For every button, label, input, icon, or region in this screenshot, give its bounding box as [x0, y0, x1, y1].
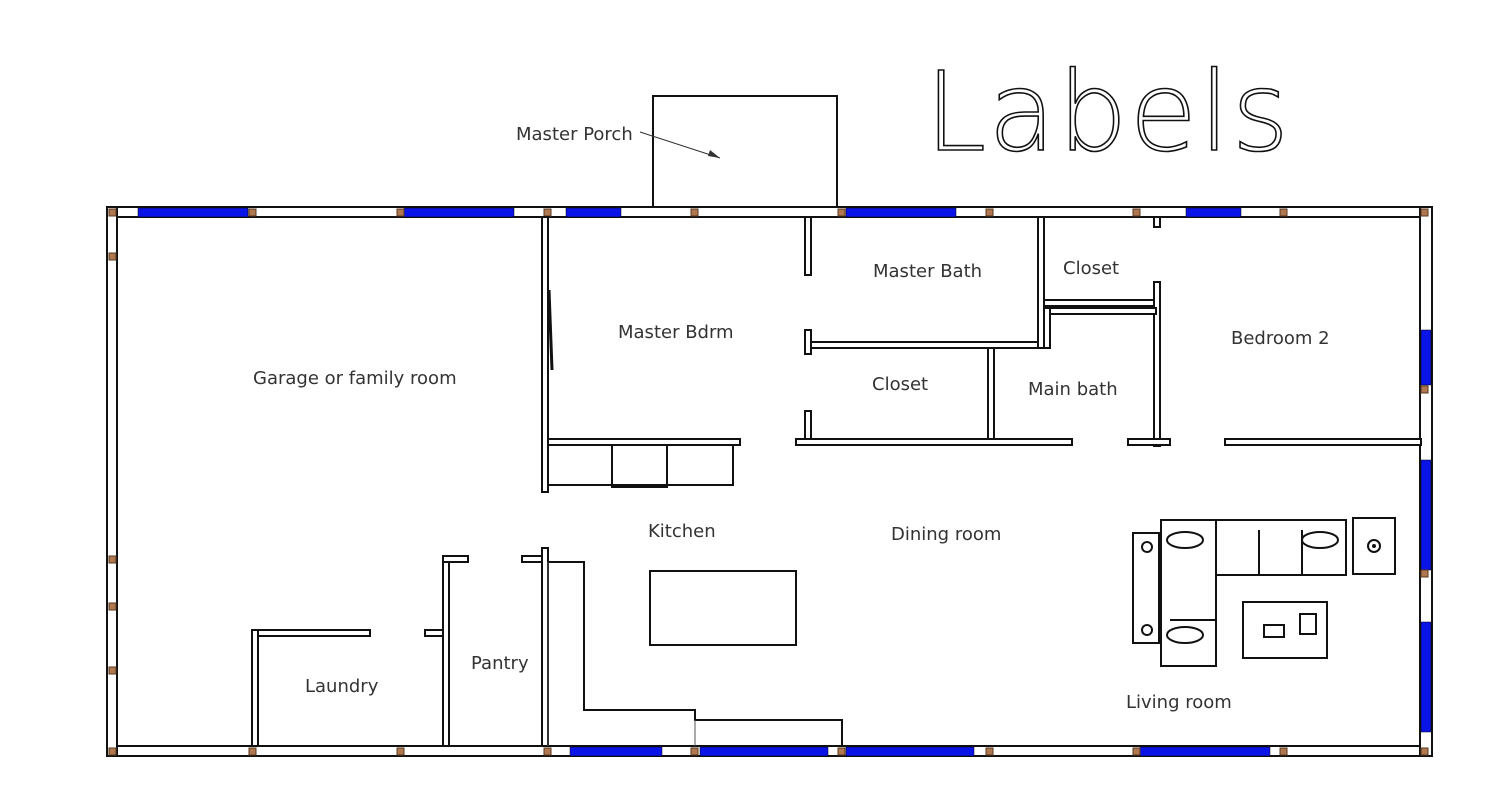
- label-main-bath: Main bath: [1028, 379, 1118, 400]
- label-dining-room: Dining room: [891, 524, 1001, 545]
- label-laundry: Laundry: [305, 676, 379, 697]
- label-kitchen: Kitchen: [648, 521, 716, 542]
- kitchen-island: [649, 570, 797, 646]
- label-closet-top: Closet: [1063, 258, 1119, 279]
- porch-leader-arrow: [708, 150, 720, 158]
- label-bedroom-2: Bedroom 2: [1231, 328, 1330, 349]
- sofa: [1160, 519, 1347, 667]
- label-master-bath: Master Bath: [873, 261, 982, 282]
- label-pantry: Pantry: [471, 653, 529, 674]
- posts: [108, 208, 1429, 756]
- label-master-bdrm: Master Bdrm: [618, 322, 734, 343]
- porch-leader-line: [639, 131, 721, 159]
- windows: [137, 207, 1432, 757]
- label-master-porch: Master Porch: [516, 124, 633, 145]
- coffee-table: [1242, 601, 1328, 659]
- label-closet-mid: Closet: [872, 374, 928, 395]
- side-tables: [1132, 517, 1396, 644]
- label-living-room: Living room: [1126, 692, 1232, 713]
- label-garage: Garage or family room: [253, 368, 457, 389]
- interior-walls: [251, 216, 1422, 747]
- exterior-walls: [106, 206, 1433, 757]
- vanity: [547, 289, 734, 488]
- master-porch: [652, 95, 838, 207]
- plan-title: Labels: [925, 48, 1291, 176]
